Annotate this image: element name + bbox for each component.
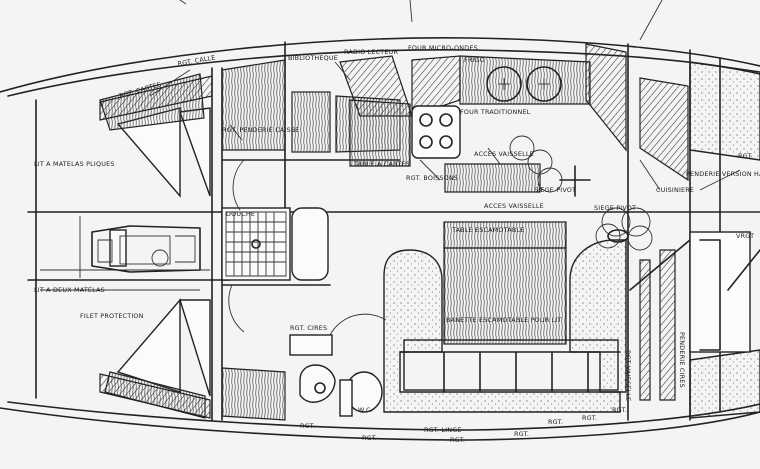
label-rgt-bottom-5: RGT. (548, 418, 563, 426)
plan-labels: RGT. CARTES RGT. CALLE BIBLIOTHEQUE RADI… (34, 44, 760, 444)
label-acces-vaisselle-1: ACCES VAISSELLE (474, 150, 534, 158)
label-banette-escamotable: BANETTE ESCAMOTABLE POUR LIT (446, 316, 562, 324)
label-lit-a-matelas-pliques: LIT A MATELAS PLIQUES (34, 160, 115, 168)
label-rgt-linge: RGT. LINGE (424, 426, 462, 434)
label-bibliotheque: BIBLIOTHEQUE (288, 54, 338, 62)
label-cuisiniere: CUISINIERE (656, 186, 694, 194)
label-rgt-right: RGT. (738, 152, 753, 160)
label-four-traditionnel: FOUR TRADITIONNEL (460, 108, 531, 116)
hull-outline (0, 37, 760, 441)
engine-block (91, 225, 201, 273)
leader-lines (149, 61, 760, 213)
label-frigo: FRIGO (464, 56, 485, 64)
label-siege-pivot-1: SIEGE PIVOT (534, 186, 576, 194)
label-radio-lecteur: RADIO LECTEUR (344, 48, 398, 56)
label-rgt-bottom-1: RGT. (300, 422, 315, 430)
label-acces-vaisselle-2: ACCES VAISSELLE (484, 202, 544, 210)
label-table-escamotable: TABLE ESCAMOTABLE (451, 226, 524, 234)
label-penderie-cires: PENDERIE CIRES (678, 332, 686, 388)
label-lit-a-deux-matelas: LIT A DEUX MATELAS (34, 286, 105, 294)
label-rgt-bottom-4: RGT. (514, 430, 529, 438)
storage-blocks (99, 59, 401, 421)
label-rgt-bottom-3: RGT. (450, 436, 465, 444)
label-rgt-bottom-6: RGT. (582, 414, 597, 422)
label-four-micro-ondes: FOUR MICRO-ONDES (408, 44, 478, 52)
heads (289, 313, 387, 417)
paper-marks (179, 0, 663, 41)
galley (339, 43, 689, 197)
label-rgt-bottom-2: RGT. (362, 434, 377, 442)
label-siege-pivot-2: SIEGE PIVOT (594, 204, 636, 212)
fore-cabin (40, 73, 211, 419)
label-rgt-boissons: RGT. BOISSONS (406, 174, 458, 182)
label-rgt-cires: RGT. CIRES (290, 324, 327, 332)
label-wc: W.C. (358, 406, 373, 414)
label-rgt-bottom-7: RGT. (612, 406, 627, 414)
label-penderie-right: PENDERIE VERSION HAUTE SECRETAIRE VERSIO… (686, 170, 760, 178)
saloon (383, 207, 653, 413)
label-rgt-penderie-caisse: RGT. PENDERIE CAISSE (222, 126, 299, 134)
label-filet-protection: FILET PROTECTION (80, 312, 144, 320)
label-douche: DOUCHE (226, 210, 255, 218)
aft-cabin (629, 61, 760, 419)
label-rgt-vaisselle: RGT VAISSELLE (624, 350, 632, 401)
label-table-a-cartes: TABLE A CARTES (353, 160, 410, 168)
shower (221, 159, 329, 333)
label-vrgt-edge: VRGT (736, 232, 754, 240)
